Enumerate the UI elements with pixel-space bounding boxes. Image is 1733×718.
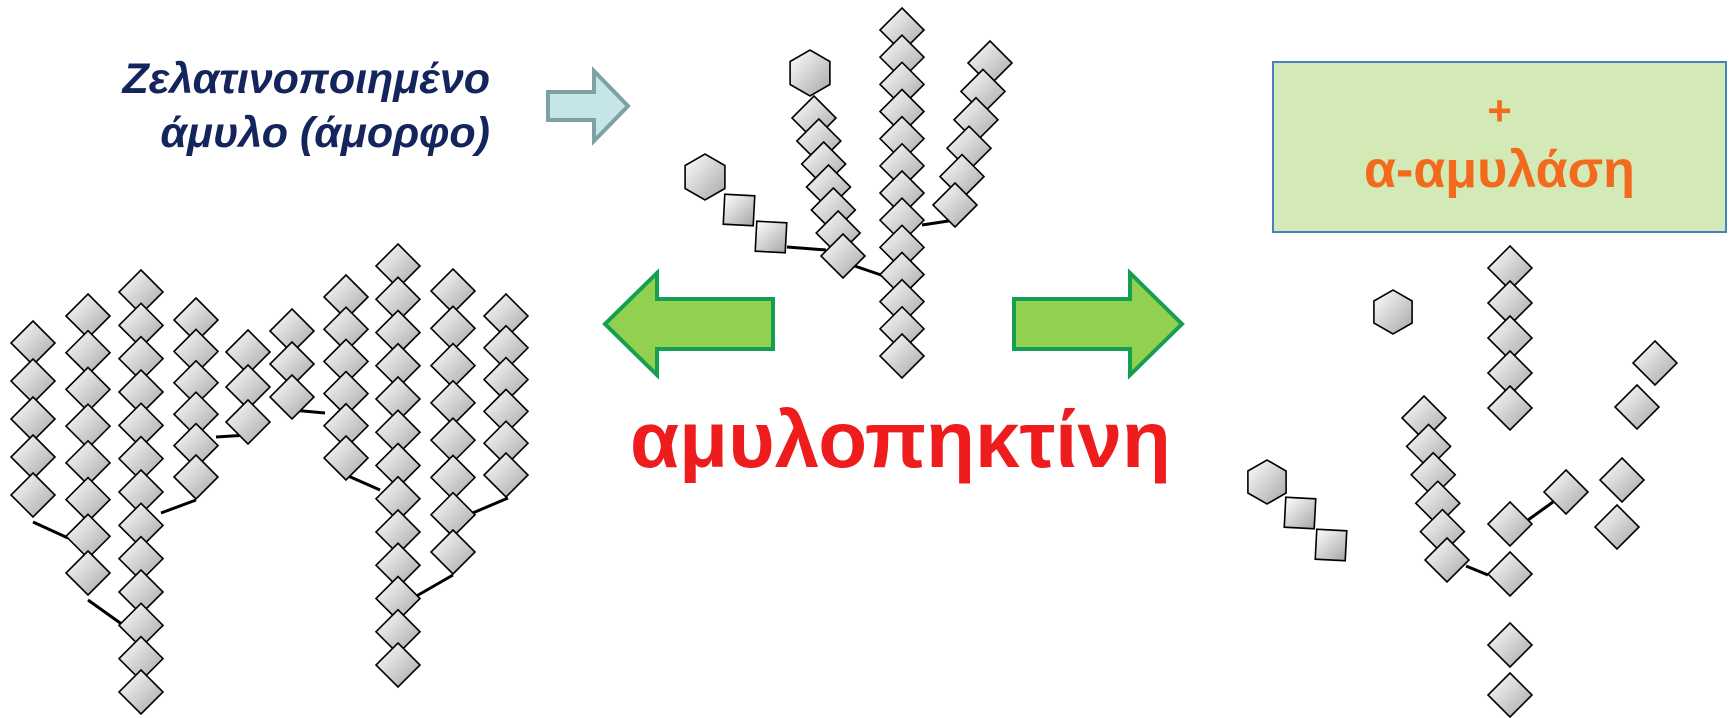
branch-bond [412, 573, 454, 600]
glucose-diamond [268, 373, 316, 421]
glucose-diamond [64, 549, 112, 597]
glucose-diamond [1593, 503, 1641, 551]
left-green-arrow [602, 268, 775, 380]
glucose-diamond [172, 453, 220, 501]
enzyme-plus-sign: + [1487, 87, 1512, 134]
branch-bond [467, 496, 509, 517]
glycosidic-bonds [32, 218, 1554, 627]
glucose-diamond [429, 528, 477, 576]
glucose-diamond [931, 181, 979, 229]
branch-bond [1527, 500, 1554, 522]
glucose-hexagon [789, 49, 831, 97]
process-arrows [546, 66, 1185, 380]
gelatinization-arrow [546, 66, 631, 146]
branch-bond [87, 598, 124, 627]
glucose-square [754, 220, 788, 254]
glucose-diamond [117, 668, 165, 716]
glucose-hexagon [1247, 459, 1287, 505]
branch-bond [32, 520, 69, 540]
right-green-arrow [1012, 268, 1185, 380]
branch-bond [786, 245, 827, 252]
glucose-diamond [1631, 339, 1679, 387]
gelatinized-starch-line-2: άμυλο (άμορφο) [160, 109, 490, 157]
gelatinized-starch-label: Ζελατινοποιημένο άμυλο (άμορφο) [40, 52, 490, 160]
glucose-diamond [1598, 456, 1646, 504]
glucose-diamond [224, 398, 272, 446]
alpha-amylase-label: α-αμυλάση [1364, 141, 1635, 199]
branch-bond [160, 498, 197, 515]
glucose-square [722, 193, 756, 227]
glucose-diamond [374, 641, 422, 689]
amylopectin-label: αμυλοπηκτίνη [630, 395, 1171, 484]
glucose-diamond [1613, 383, 1661, 431]
glucose-square [1314, 528, 1348, 562]
glucose-diamond [322, 434, 370, 482]
glucose-units [9, 6, 1679, 718]
branch-bond [345, 473, 381, 492]
glucose-diamond [482, 451, 530, 499]
glucose-diamond [1486, 384, 1534, 432]
glucose-square [1283, 496, 1317, 530]
glucose-diamond [9, 471, 57, 519]
branch-bond [1465, 564, 1489, 577]
glucose-diamond [1486, 671, 1534, 718]
glucose-diamond [819, 232, 867, 280]
glucose-hexagon [684, 153, 726, 201]
glucose-diamond [878, 332, 926, 380]
alpha-amylase-box: + α-αμυλάση [1272, 61, 1727, 233]
glucose-diamond [1486, 500, 1534, 548]
glucose-diamond [1486, 621, 1534, 669]
glucose-diamond [1423, 536, 1471, 584]
glucose-hexagon [1373, 289, 1413, 335]
gelatinized-starch-line-1: Ζελατινοποιημένο [122, 55, 490, 103]
glucose-diamond [1486, 550, 1534, 598]
glucose-diamond [1542, 468, 1590, 516]
